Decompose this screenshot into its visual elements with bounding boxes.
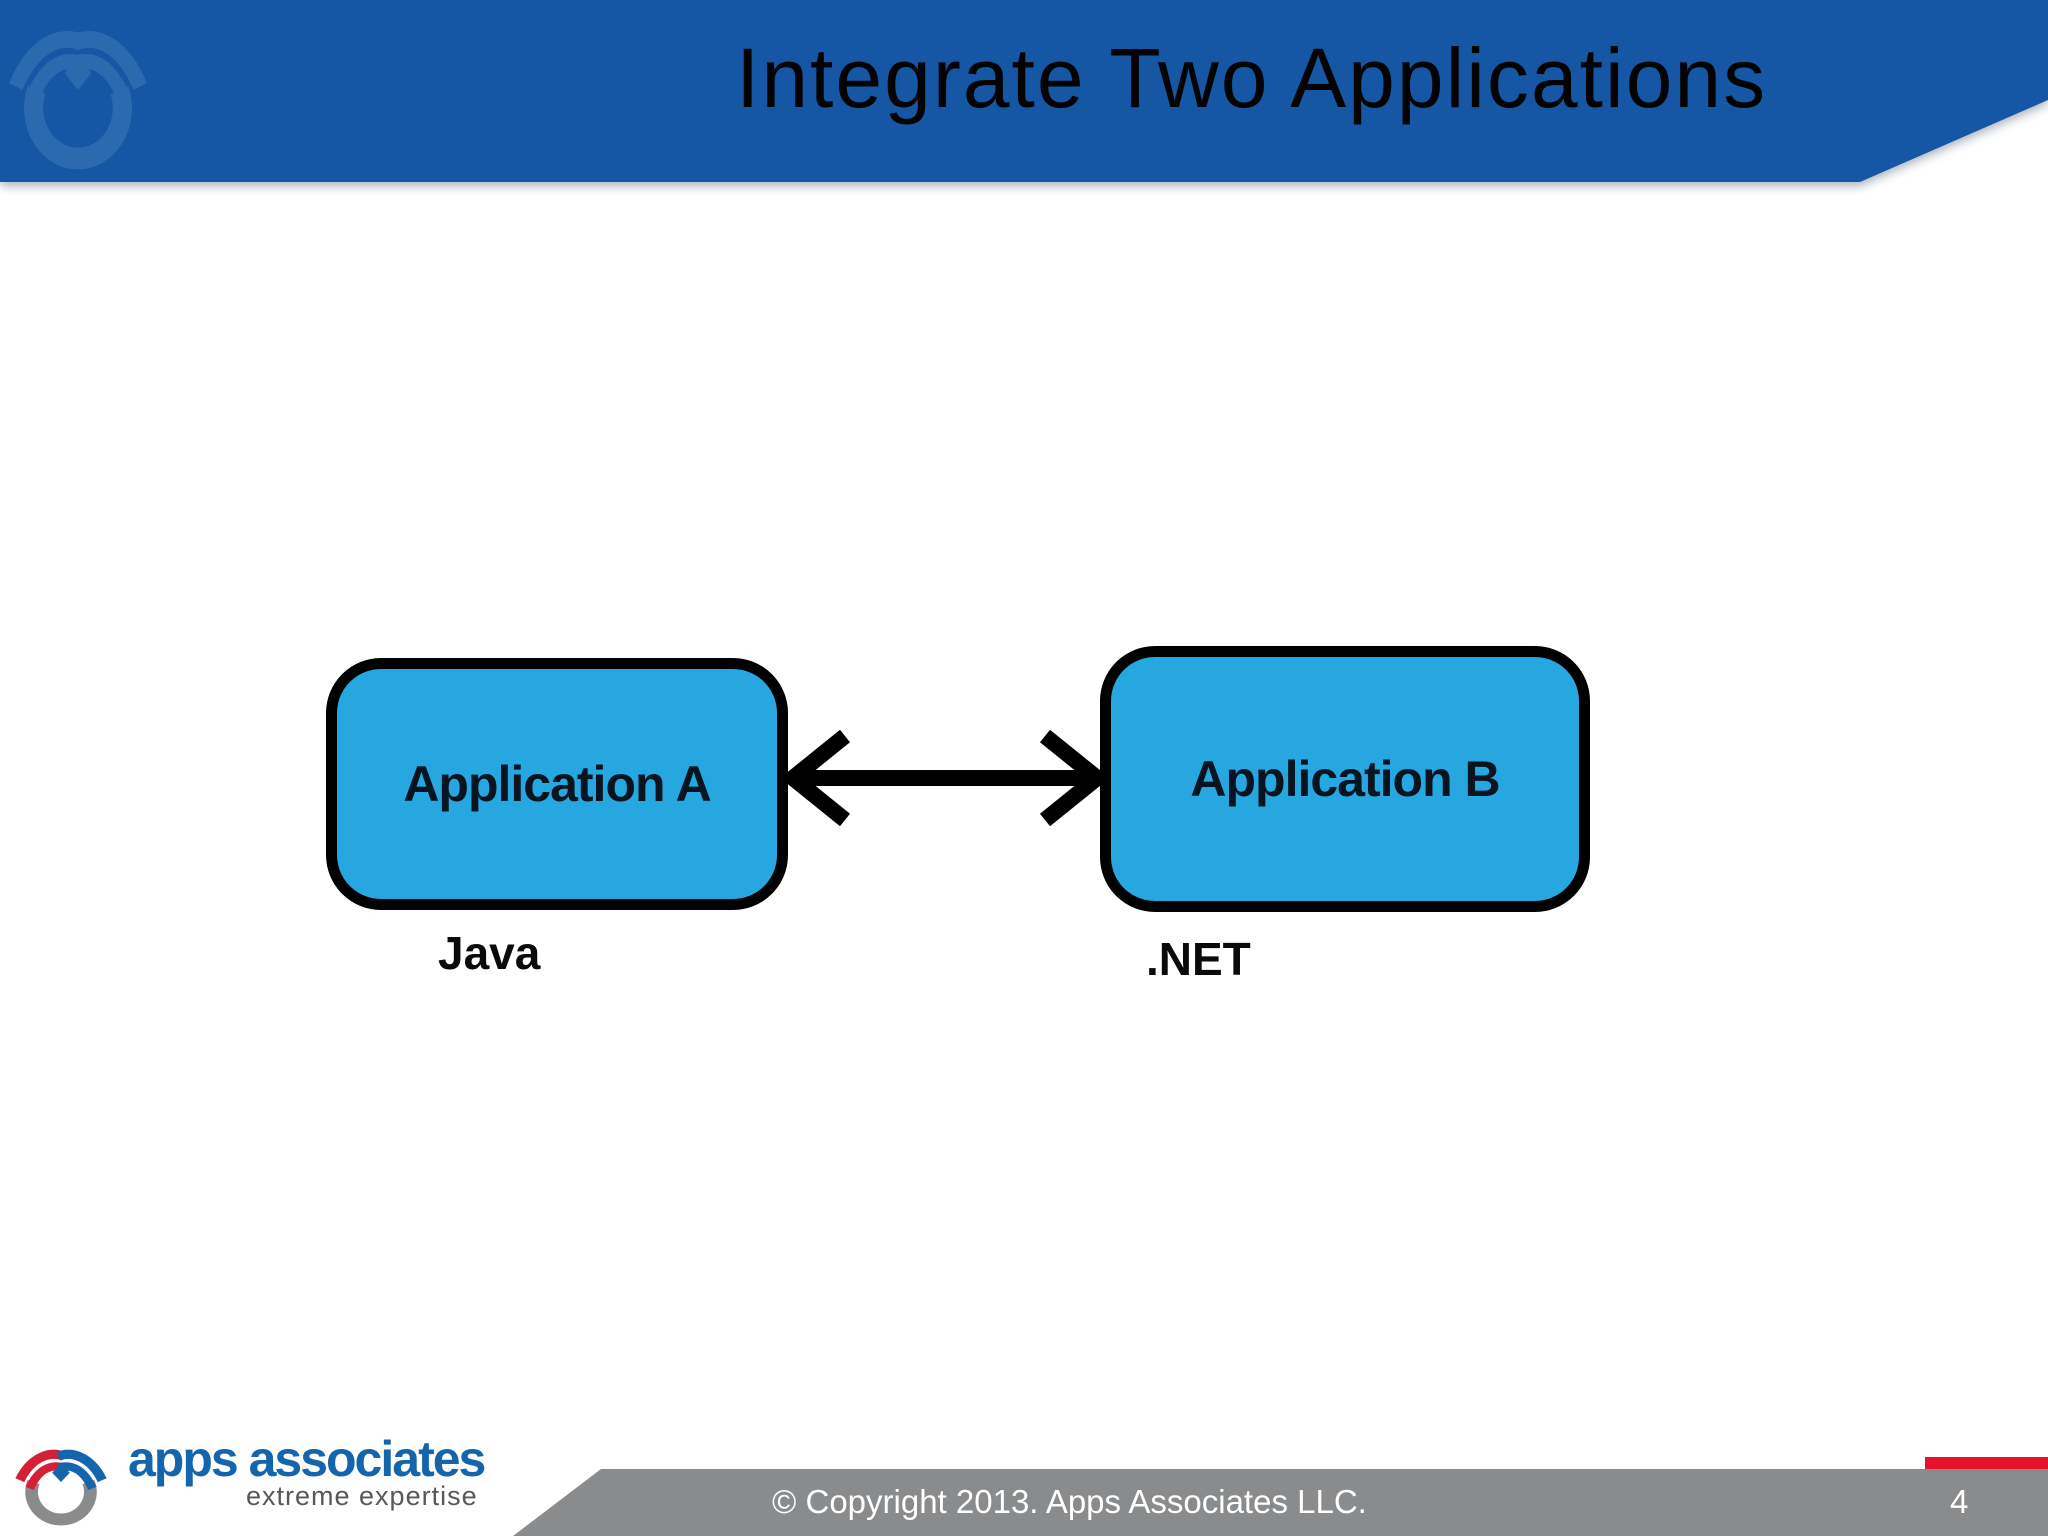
application-b-label: Application B [1190,751,1500,807]
brand-wordmark: apps associates [128,1431,486,1487]
application-a-node: Application A [326,658,788,910]
brand-tagline: extreme expertise [246,1481,478,1511]
header-shadow-wrap: Integrate Two Applications [0,0,2048,260]
brand-logo-icon [15,1449,107,1526]
application-b-caption: .NET [1146,933,1251,985]
brand-watermark-icon [9,31,147,170]
double-arrow-icon [783,730,1107,826]
slide-title: Integrate Two Applications [736,31,1768,125]
application-b-node: Application B [1100,646,1590,912]
application-a-label: Application A [403,756,711,812]
footer-bar [513,1469,2048,1536]
application-a-caption: Java [438,927,541,979]
red-accent-bar [1925,1457,2048,1469]
header-bar: Integrate Two Applications [0,0,2048,182]
copyright-text: © Copyright 2013. Apps Associates LLC. [772,1483,1367,1520]
page-number: 4 [1950,1483,1969,1520]
